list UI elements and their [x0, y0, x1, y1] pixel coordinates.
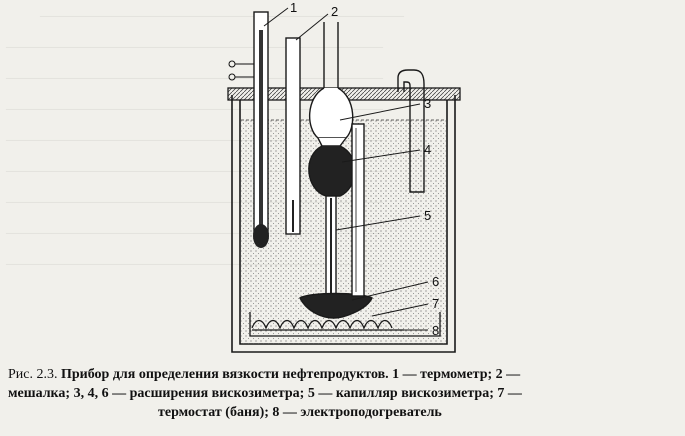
- label-3: 3: [424, 96, 432, 111]
- caption-prefix: Рис. 2.3.: [8, 367, 58, 382]
- caption-line-1: Рис. 2.3. Прибор для определения вязкост…: [8, 365, 680, 384]
- label-4: 4: [424, 142, 432, 157]
- label-2: 2: [331, 4, 339, 19]
- caption-line-1-text: Прибор для определения вязкости нефтепро…: [61, 367, 521, 382]
- label-1: 1: [290, 0, 298, 15]
- label-8: 8: [432, 323, 440, 338]
- inner-vessel: [249, 312, 441, 337]
- caption-line-3-text: термостат (баня); 8 — электроподогревате…: [158, 405, 442, 420]
- thermometer: [228, 11, 269, 248]
- viscometer-figure: 1 2 3 4 5 6 7 8: [227, 0, 461, 353]
- leader-lines: [263, 7, 429, 331]
- outlet-pipe: [397, 69, 425, 193]
- figure-caption: Рис. 2.3. Прибор для определения вязкост…: [8, 365, 680, 422]
- stirrer: [285, 37, 301, 235]
- viscometer: [299, 22, 373, 319]
- label-5: 5: [424, 208, 432, 223]
- heater-coil: [251, 319, 404, 331]
- label-7: 7: [432, 296, 440, 311]
- label-6: 6: [432, 274, 440, 289]
- caption-line-2-text: мешалка; 3, 4, 6 — расширения вискозимет…: [8, 386, 522, 401]
- caption-line-2: мешалка; 3, 4, 6 — расширения вискозимет…: [8, 384, 680, 403]
- viscometer-diagram: [227, 7, 461, 353]
- caption-line-3: термостат (баня); 8 — электроподогревате…: [8, 403, 680, 422]
